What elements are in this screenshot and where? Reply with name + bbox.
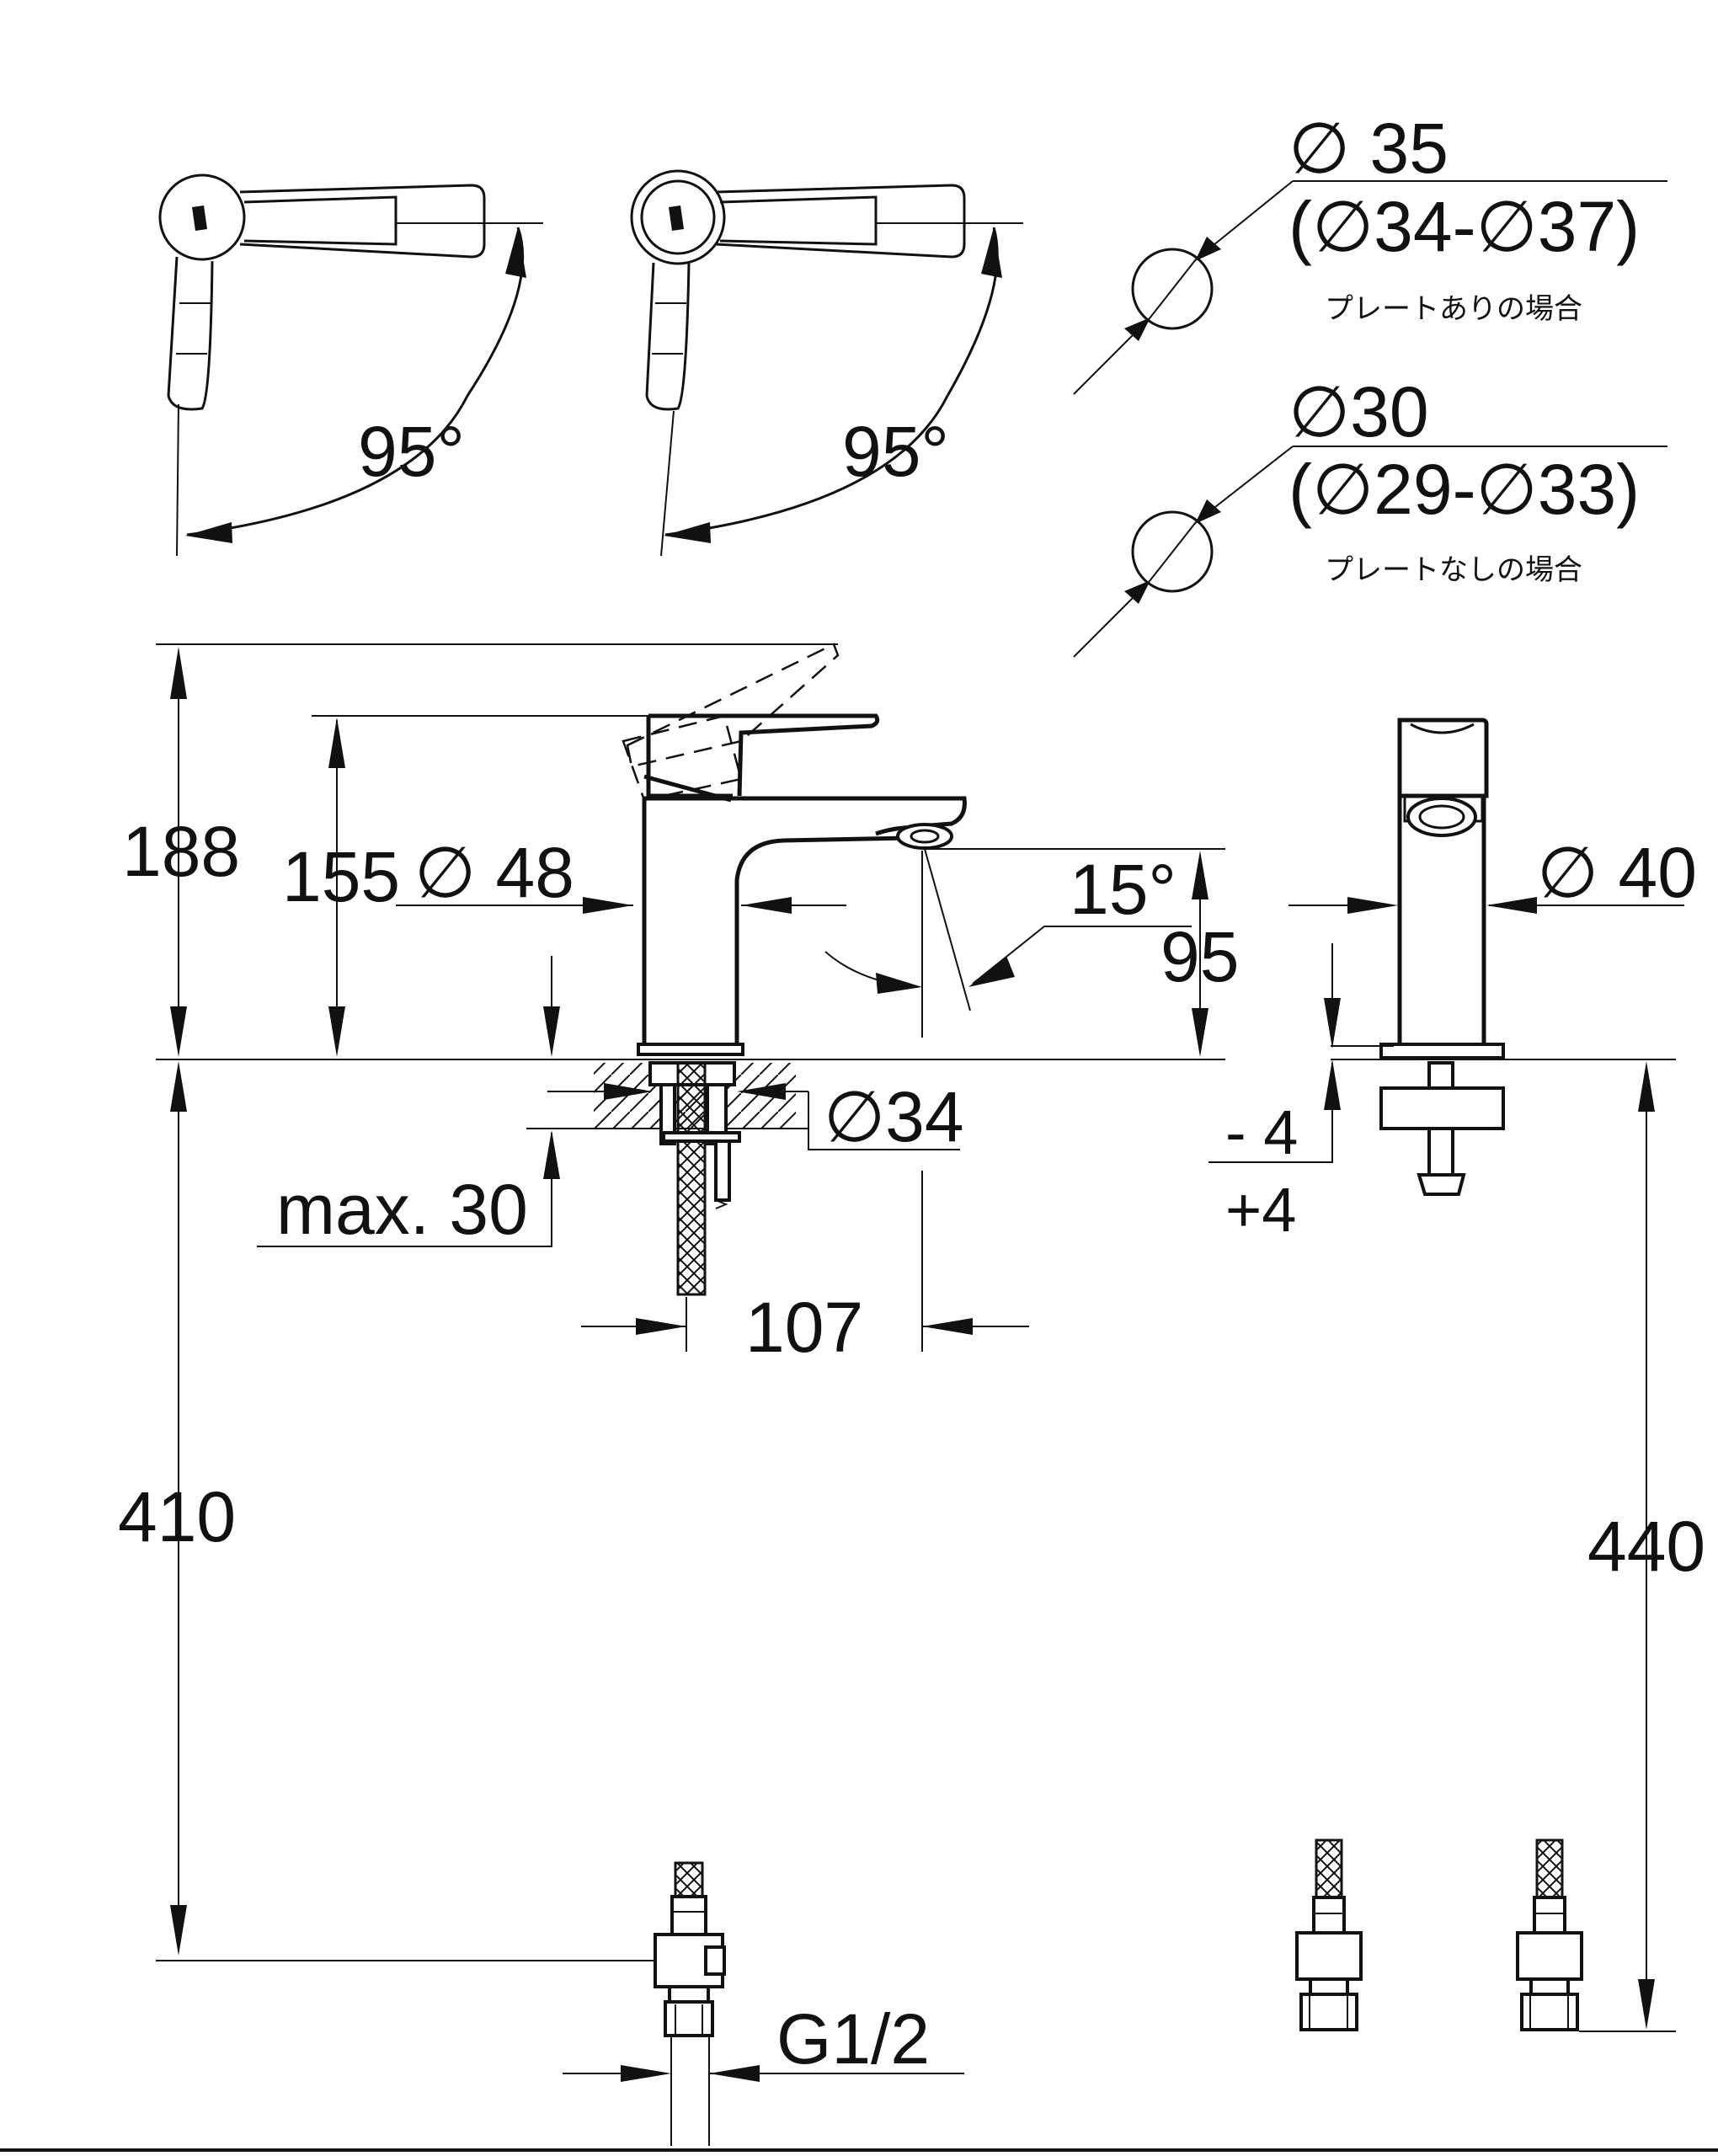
right-hose-length-value: 440 [1587, 1507, 1705, 1586]
left-hose-length-value: 410 [118, 1477, 236, 1556]
hole-diameter-nominal-1: ∅ 35 [1288, 109, 1449, 188]
shank-diameter-value: ∅34 [824, 1077, 964, 1156]
spout-height-value: 155 [282, 837, 400, 916]
handle-top-view-right [630, 169, 1023, 557]
faucet-side-body [1379, 718, 1505, 1196]
dimension-188 [170, 647, 187, 1057]
adjust-minus-value: - 4 [1225, 1097, 1298, 1167]
handle-top-view-left [158, 173, 543, 557]
spout-angle-indicator [824, 848, 1192, 1038]
faucet-front-body [622, 643, 967, 1056]
dimension-107 [581, 1171, 1029, 1352]
dimension-height-adjust [1208, 943, 1676, 1163]
hole-diameter-note-1: プレートありの場合 [1325, 292, 1582, 326]
side-diameter-value: ∅ 40 [1537, 833, 1697, 912]
outlet-height-value: 95 [1160, 917, 1239, 996]
dimension-440 [1579, 1061, 1676, 2032]
hole-diameter-range-2: (∅29-∅33) [1288, 450, 1640, 529]
dimension-shank [547, 1083, 960, 1150]
hole-diameter-nominal-2: ∅30 [1288, 372, 1429, 451]
hole-diameter-note-2: プレートなしの場合 [1325, 553, 1582, 587]
spout-angle-value: 15° [1070, 850, 1176, 929]
hole-diameter-with-plate [1073, 180, 1667, 395]
thread-size-value: G1/2 [776, 1999, 930, 2079]
handle-angle-right: 95° [842, 412, 949, 491]
dimension-thread [563, 2065, 964, 2082]
dimension-155 [328, 718, 345, 1057]
hole-diameter-range-1: (∅34-∅37) [1288, 187, 1640, 266]
projection-value: 107 [745, 1288, 863, 1367]
hose-connector-right-2 [1516, 1838, 1583, 2031]
hole-diameter-without-plate [1073, 446, 1667, 658]
dimension-deck-thickness [257, 956, 594, 1247]
adjust-plus-value: +4 [1225, 1175, 1296, 1245]
dimension-side-diameter [1288, 897, 1684, 914]
dimension-95 [1192, 851, 1208, 1057]
total-height-value: 188 [122, 812, 240, 891]
deck-thickness-value: max. 30 [276, 1170, 528, 1249]
handle-angle-left: 95° [358, 412, 465, 491]
dimension-body-diameter [396, 897, 846, 914]
body-diameter-value: ∅ 48 [414, 833, 574, 912]
hose-connector-left [654, 1861, 726, 2146]
hose-connector-right-1 [1295, 1838, 1363, 2031]
dimension-410 [156, 1061, 674, 1961]
deck-mounting-section [594, 1061, 808, 1296]
